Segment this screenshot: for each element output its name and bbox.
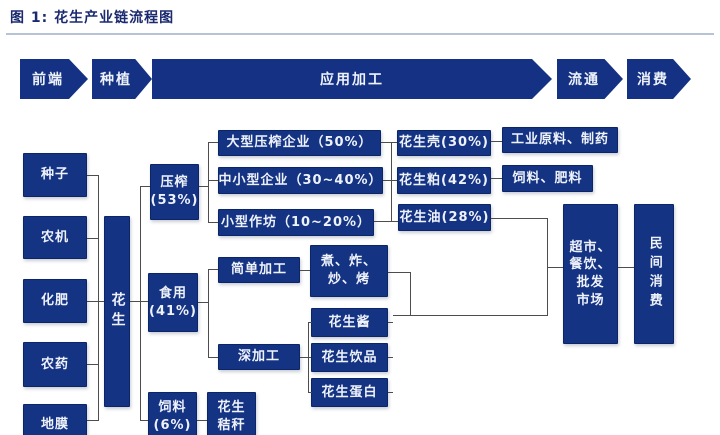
connector-line: [208, 269, 218, 270]
node-fertilizer: 化肥: [23, 279, 87, 323]
node-peanut-sauce: 花生酱: [311, 308, 388, 337]
connector-line: [300, 270, 310, 271]
connector-line: [381, 142, 397, 143]
stage-label: 前端: [32, 72, 64, 88]
connector-line: [87, 364, 98, 365]
connector-line: [491, 141, 502, 142]
node-deep-processing: 深加工: [218, 344, 300, 370]
node-medium-small-enterprise: 中小型企业（30~40%）: [218, 167, 383, 194]
node-peanut-oil: 花生油(28%): [398, 204, 491, 231]
connector-line: [87, 238, 98, 239]
stage-arrow-consumption: 消费: [627, 59, 691, 99]
connector-line: [199, 186, 208, 187]
connector-line: [140, 420, 148, 421]
stage-label: 消费: [637, 72, 669, 88]
connector-line: [491, 178, 502, 179]
connector-line: [208, 180, 218, 181]
node-peanut-shell: 花生壳(30%): [397, 130, 491, 156]
node-seed: 种子: [23, 153, 87, 197]
stage-arrow-frontend: 前端: [20, 59, 88, 99]
node-cooked-methods: 煮、炸、 炒、烤: [310, 245, 388, 297]
node-market-line2: 餐饮、: [569, 257, 612, 273]
stage-label: 流通: [568, 72, 600, 88]
stage-arrow-circulation: 流通: [557, 59, 623, 99]
connector-line: [208, 142, 218, 143]
node-industrial-pharma: 工业原料、制药: [502, 127, 618, 153]
connector-line: [618, 267, 634, 268]
connector-line: [388, 392, 393, 393]
node-machinery: 农机: [23, 216, 87, 259]
node-peanut-drink: 花生饮品: [311, 343, 388, 372]
node-feed-fertilizer: 饲料、肥料: [502, 165, 593, 192]
node-pressing-label: 压榨: [160, 175, 189, 191]
stage-arrow-processing: 应用加工: [152, 59, 552, 99]
connector-line: [308, 322, 312, 323]
node-civil-consumption: 民间消费: [634, 204, 674, 344]
connector-line: [208, 357, 218, 358]
node-straw-line2: 秸秆: [217, 418, 246, 433]
connector-line: [130, 301, 148, 302]
connector-line: [391, 142, 392, 222]
node-edible: 食用 (41%): [148, 273, 198, 332]
connector-line: [308, 322, 309, 393]
node-feed-label: 饲料: [158, 400, 187, 416]
stage-label: 种植: [100, 72, 132, 88]
connector-line: [98, 175, 99, 421]
connector-line: [374, 221, 398, 222]
node-pressing: 压榨 (53%): [150, 164, 199, 220]
connector-line: [87, 420, 98, 421]
node-market-line1: 超市、: [569, 239, 612, 255]
node-market-line4: 市场: [576, 292, 605, 308]
node-feed-pct: (6%): [153, 418, 192, 433]
node-edible-pct: (41%): [149, 303, 197, 319]
connector-line: [308, 392, 312, 393]
node-peanut-meal: 花生粕(42%): [397, 167, 491, 194]
connector-line: [208, 142, 209, 222]
node-mulch-film: 地膜: [23, 404, 87, 435]
stage-label: 应用加工: [320, 72, 384, 88]
title-divider: [6, 33, 714, 35]
connector-line: [198, 302, 208, 303]
connector-line: [388, 322, 393, 323]
node-feed: 饲料 (6%): [148, 392, 197, 435]
connector-line: [140, 186, 150, 187]
node-cooked-line1: 煮、炸、: [320, 254, 377, 270]
connector-line: [208, 222, 218, 223]
node-simple-processing: 简单加工: [218, 257, 300, 283]
stage-arrow-planting: 种植: [92, 59, 152, 99]
connector-line: [383, 180, 397, 181]
connector-line: [388, 272, 410, 273]
connector-line: [547, 267, 563, 268]
node-peanut: 花生: [104, 216, 130, 407]
connector-line: [87, 301, 104, 302]
connector-line: [410, 272, 411, 316]
connector-line: [208, 269, 209, 358]
node-pressing-pct: (53%): [150, 193, 199, 208]
connector-line: [393, 315, 547, 316]
connector-line: [388, 357, 393, 358]
node-pesticide: 农药: [23, 342, 87, 387]
node-small-workshop: 小型作坊（10~20%）: [218, 209, 374, 236]
connector-line: [140, 186, 141, 421]
node-peanut-straw: 花生 秸秆: [207, 392, 256, 435]
node-edible-label: 食用: [158, 285, 187, 301]
node-market-channels: 超市、 餐饮、 批发 市场: [563, 204, 618, 344]
connector-line: [87, 175, 98, 176]
connector-line: [300, 357, 311, 358]
connector-line: [491, 218, 547, 219]
connector-line: [197, 420, 207, 421]
node-large-press-enterprise: 大型压榨企业（50%）: [218, 130, 381, 156]
figure-title: 图 1: 花生产业链流程图: [10, 10, 175, 26]
node-market-line3: 批发: [576, 275, 605, 290]
node-straw-line1: 花生: [217, 400, 246, 416]
node-peanut-protein: 花生蛋白: [311, 378, 388, 407]
node-cooked-line2: 炒、烤: [327, 272, 370, 287]
